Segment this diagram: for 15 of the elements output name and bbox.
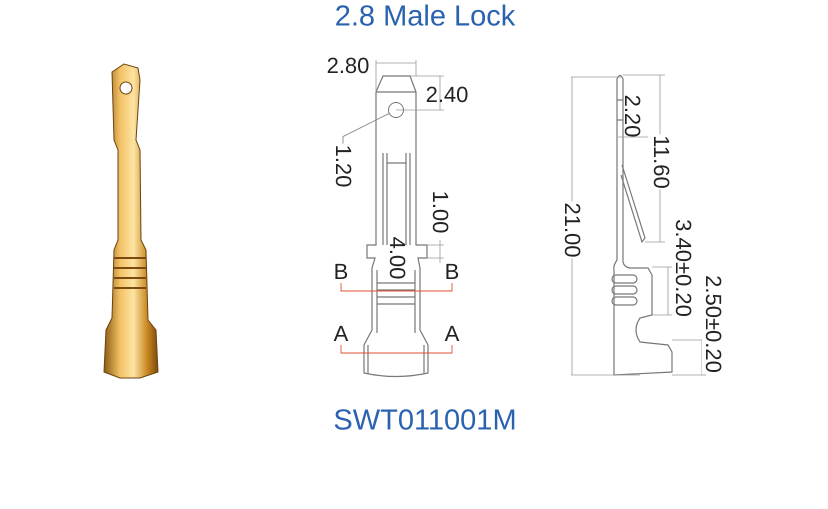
title: 2.8 Male Lock — [334, 2, 516, 32]
dimension-text: 2.80 — [326, 55, 370, 77]
section-letter: A — [444, 323, 460, 345]
dimension-text: 1.00 — [429, 190, 451, 234]
section-letter: B — [444, 261, 460, 283]
leader-line — [342, 113, 390, 144]
section-letter: A — [334, 323, 348, 345]
hole — [388, 102, 404, 118]
dimension-text: 2.50±0.20 — [702, 274, 724, 374]
dimension-text: 4.00 — [386, 236, 408, 280]
dimension-text: 2.20 — [621, 94, 643, 138]
dimension-text: 2.40 — [426, 84, 468, 106]
dimension-text: 1.20 — [332, 144, 354, 188]
part-number: SWT011001M — [333, 406, 517, 436]
section-letter: B — [334, 261, 348, 283]
